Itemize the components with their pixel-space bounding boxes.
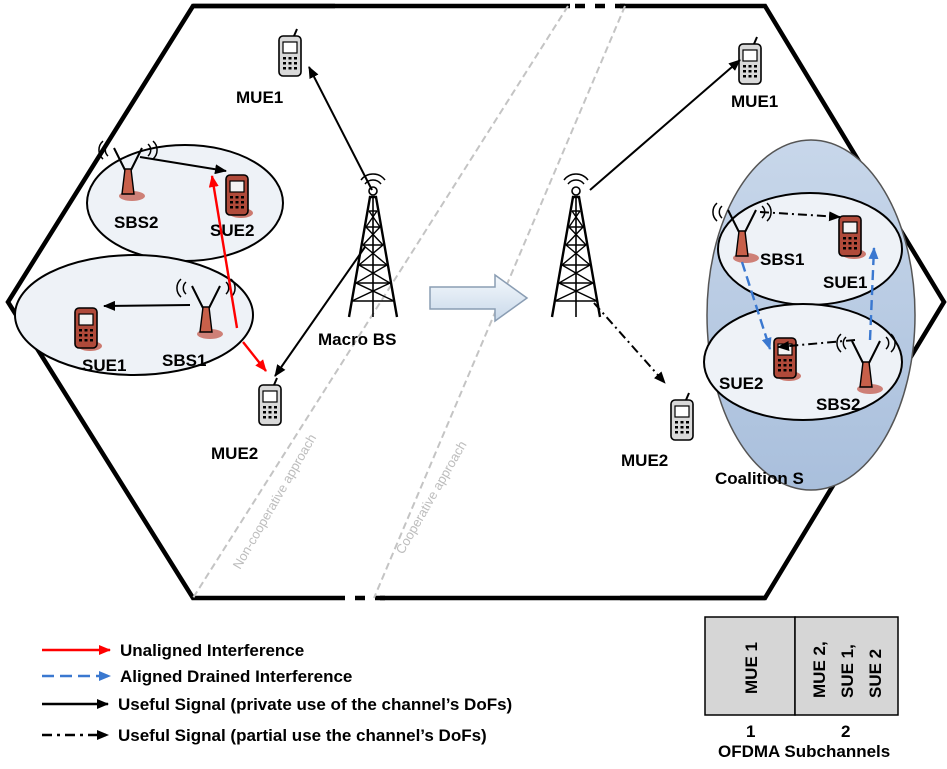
right-mue1-phone-icon [738, 36, 762, 85]
left-mue2-label: MUE2 [211, 444, 258, 463]
left-sbs1-label: SBS1 [162, 351, 206, 370]
left-small-cell-1 [14, 254, 254, 376]
coalition-s-label: Coalition S [715, 469, 804, 488]
subchannel-1-cell [704, 616, 796, 716]
right-aligned-interference-sbs2 [868, 247, 879, 341]
right-sue2-label: SUE2 [719, 374, 763, 393]
ofdma-subchannels-caption: OFDMA Subchannels [718, 742, 890, 761]
right-sbs1-to-sue1-signal [759, 211, 841, 222]
left-sbs2-to-sue2-signal [139, 156, 227, 175]
right-macro-to-mue1-signal [589, 59, 741, 191]
legend-unaligned-label: Unaligned Interference [120, 641, 304, 660]
legend-aligned-label: Aligned Drained Interference [120, 667, 352, 686]
left-macro-bs-tower [347, 172, 399, 319]
right-mue2-phone-icon [670, 392, 694, 441]
cooperative-approach-label: Cooperative approach [393, 438, 470, 556]
subchannel-1-user: MUE 1 [742, 642, 761, 694]
left-sbs1-to-sue1-signal [103, 300, 191, 311]
right-sue1-label: SUE1 [823, 273, 867, 292]
subchannel-2-user-2: SUE 1, [838, 644, 857, 698]
subchannel-2-user-3: SUE 2 [866, 649, 885, 698]
right-aligned-interference-sbs1 [740, 261, 772, 350]
right-mue1-label: MUE1 [731, 92, 778, 111]
legend-useful-partial-label: Useful Signal (partial use the channel’s… [118, 726, 487, 745]
subchannel-2-user-1: MUE 2, [810, 641, 829, 698]
right-sbs1-label: SBS1 [760, 250, 804, 269]
right-small-cell-2 [703, 303, 903, 421]
legend-useful-private-label: Useful Signal (private use of the channe… [118, 695, 512, 714]
macro-bs-label: Macro BS [318, 330, 396, 349]
left-unaligned-interference-down [242, 341, 267, 372]
left-sue2-label: SUE2 [210, 221, 254, 240]
right-sbs2-to-sue2-signal [777, 339, 856, 351]
left-mue2-phone-icon [258, 377, 282, 426]
left-sue1-label: SUE1 [82, 356, 126, 375]
ofdma-subchannel-table: MUE 1 MUE 2, SUE 1, SUE 2 1 2 OFDMA Subc… [704, 616, 899, 761]
right-macro-bs-tower [550, 172, 602, 319]
right-sbs2-label: SBS2 [816, 395, 860, 414]
left-unaligned-interference-up [208, 175, 239, 329]
left-mue1-label: MUE1 [236, 88, 283, 107]
subchannel-1-number: 1 [746, 722, 755, 741]
right-mue2-label: MUE2 [621, 451, 668, 470]
subchannel-2-cell [794, 616, 899, 716]
left-macro-to-mue1-signal [308, 66, 373, 191]
left-mue1-phone-icon [278, 28, 302, 77]
right-macro-to-mue2-signal [593, 302, 666, 384]
left-sbs2-label: SBS2 [114, 213, 158, 232]
transition-arrow-icon [429, 273, 529, 323]
subchannel-2-number: 2 [841, 722, 850, 741]
left-small-cell-2 [86, 144, 284, 262]
non-cooperative-separator [192, 5, 569, 599]
left-macro-to-mue2-signal [274, 246, 366, 377]
legend: Unaligned Interference Aligned Drained I… [42, 641, 512, 745]
